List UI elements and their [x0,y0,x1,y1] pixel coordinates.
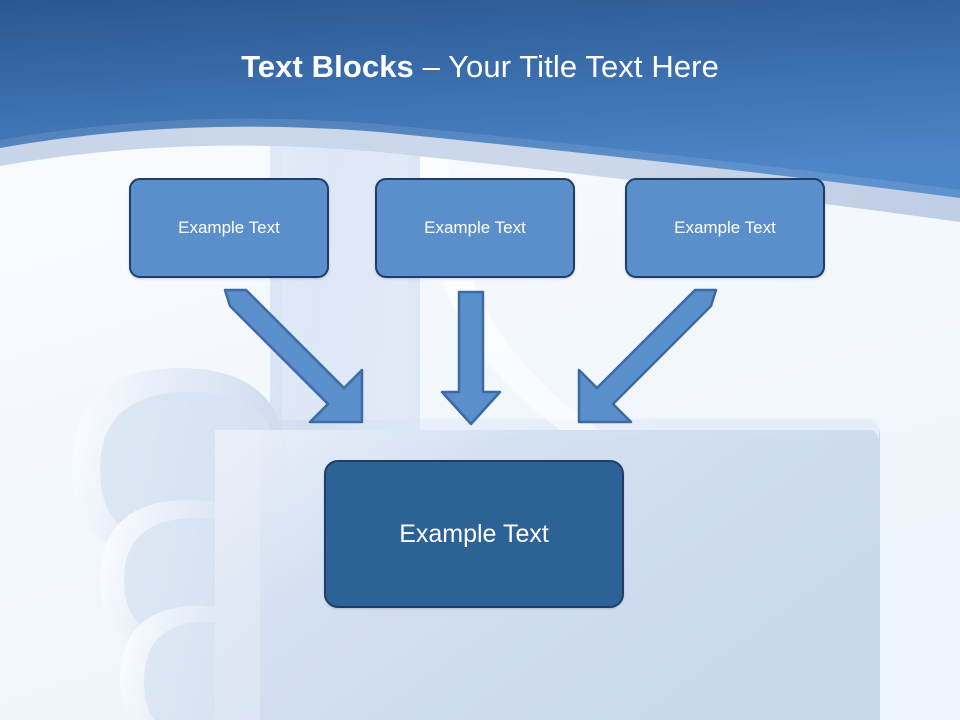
text-block-result[interactable]: Example Text [324,460,624,608]
text-block-top-2-label: Example Text [424,218,526,237]
text-block-top-2[interactable]: Example Text [375,178,575,278]
text-block-top-3[interactable]: Example Text [625,178,825,278]
text-block-result-label: Example Text [399,519,549,548]
text-block-top-1-label: Example Text [178,218,280,237]
arrow-right-icon [577,288,718,424]
text-block-top-1[interactable]: Example Text [129,178,329,278]
text-block-top-3-label: Example Text [674,218,776,237]
arrow-left-icon [223,288,364,424]
arrow-middle-icon [440,290,502,426]
